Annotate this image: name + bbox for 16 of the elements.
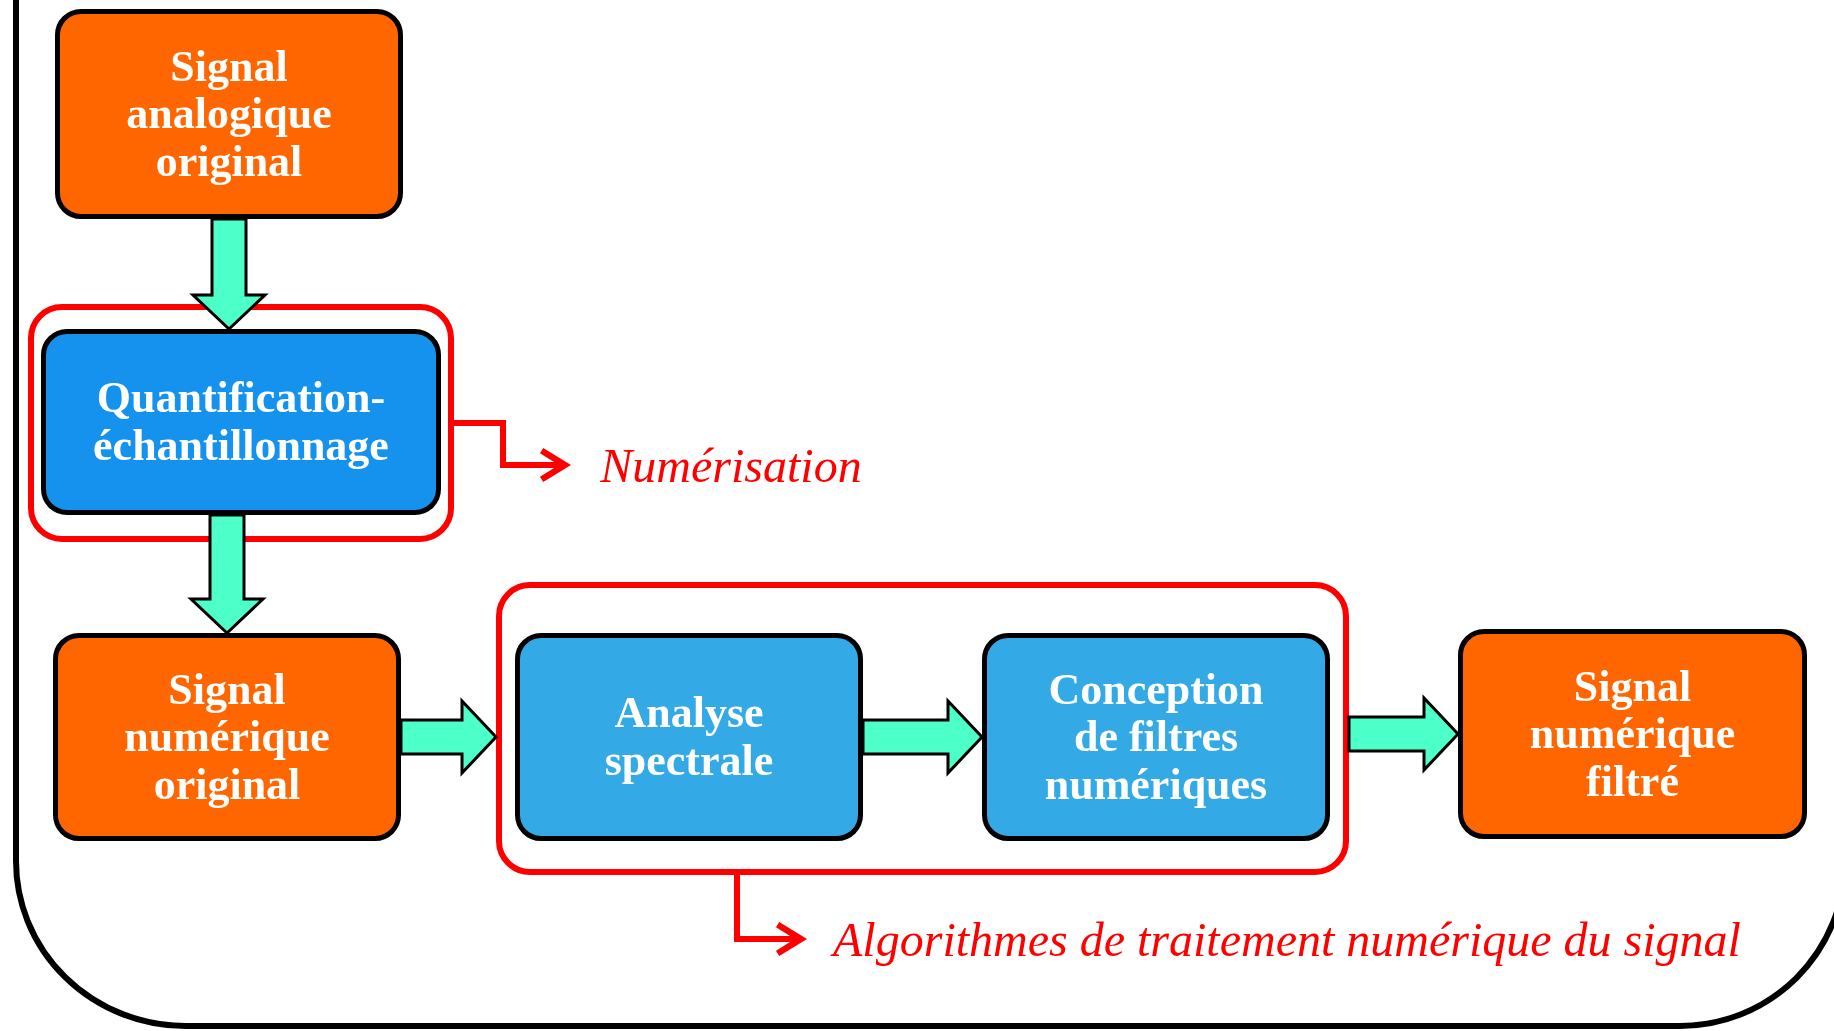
- process-box: Signal numérique filtré: [1458, 629, 1807, 839]
- group-outline: [496, 582, 1349, 875]
- block-arrow: [189, 217, 269, 332]
- process-box: Quantification-échantillonnage: [41, 329, 441, 515]
- block-arrow: [187, 513, 267, 636]
- annotation-text: Numérisation: [600, 437, 862, 493]
- process-box: Signal numérique original: [53, 633, 401, 841]
- leader-arrow: [734, 875, 805, 957]
- process-box: Conception de filtres numériques: [982, 633, 1330, 841]
- leader-arrow: [454, 420, 569, 483]
- group-outline: [28, 304, 454, 542]
- process-box: Signal analogique original: [55, 9, 403, 219]
- block-arrow: [399, 697, 499, 777]
- process-box: Analyse spectrale: [515, 633, 863, 841]
- block-arrow: [861, 697, 985, 777]
- block-arrow: [1347, 694, 1461, 774]
